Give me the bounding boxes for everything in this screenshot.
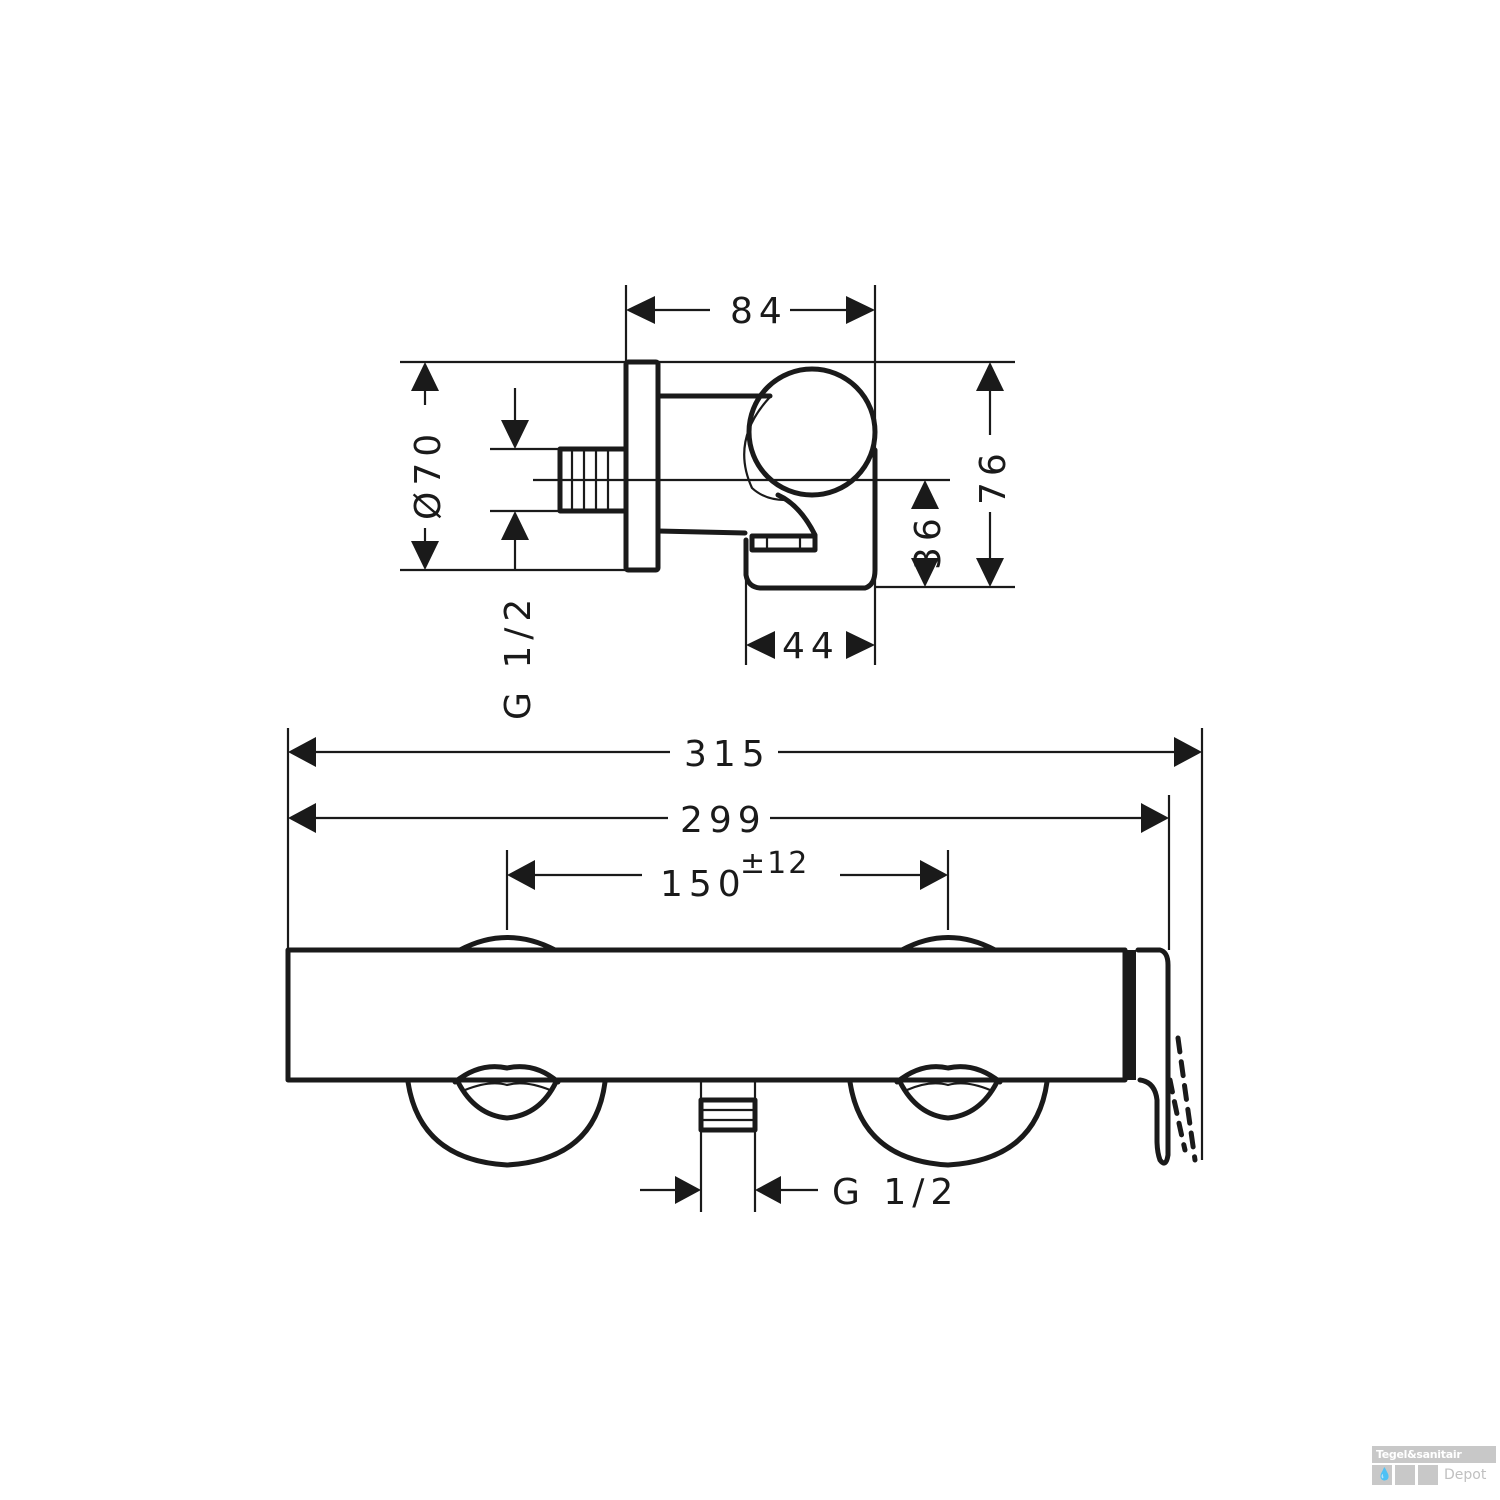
arrow-left-icon: [746, 631, 775, 659]
arrow-up-icon: [411, 362, 439, 391]
wall-flange: [623, 359, 661, 573]
side-view: 84 Ø70 G 1/2 76 36 44: [400, 285, 1015, 720]
shower-holder: [1135, 947, 1171, 1166]
arrow-right-icon: [846, 631, 875, 659]
arrow-left-icon: [288, 737, 316, 767]
outlet-nipple: [698, 1097, 758, 1133]
handle-knob: [746, 366, 878, 498]
front-view: 315 299 150 ±12: [285, 728, 1204, 1213]
dim-tolerance: ±12: [740, 846, 809, 881]
dim-44: 44: [782, 626, 840, 667]
knob-bottom-left-inner: [455, 1079, 559, 1121]
outlet-nut: [749, 533, 818, 553]
logo-brand-text: Tegel&sanitair: [1372, 1446, 1496, 1463]
knob-bottom-left-outer: [405, 1079, 608, 1168]
dim-299: 299: [680, 800, 767, 841]
arrow-right-icon: [675, 1176, 701, 1204]
arrow-up-icon: [501, 511, 529, 540]
water-drop-icon: 💧: [1372, 1465, 1392, 1485]
arrow-down-icon: [411, 541, 439, 570]
dim-36: 36: [908, 512, 949, 570]
dim-150: 150: [660, 864, 747, 905]
logo-depot-text: Depot: [1444, 1467, 1487, 1483]
water-spray: [1167, 1077, 1188, 1153]
arrow-left-icon: [507, 860, 535, 890]
arrow-right-icon: [920, 860, 948, 890]
mixer-body: [285, 947, 1128, 1083]
water-spray: [1175, 1035, 1198, 1163]
knob-top-right: [899, 935, 998, 953]
arrow-left-icon: [626, 296, 655, 324]
arrow-left-icon: [755, 1176, 781, 1204]
dim-84: 84: [730, 291, 788, 332]
dim-diameter-70: Ø70: [408, 428, 449, 520]
outlet-elbow: [743, 447, 878, 591]
logo-bottom-row: 💧 Depot: [1372, 1465, 1496, 1485]
arrow-down-icon: [501, 420, 529, 449]
watermark-logo: Tegel&sanitair 💧 Depot: [1372, 1446, 1496, 1485]
inlet-thread: [557, 446, 629, 514]
arrow-right-icon: [1141, 803, 1169, 833]
knob-shadow: [743, 396, 786, 502]
knob-bottom-right-cup: [894, 1064, 1003, 1085]
knob-bottom-right-outer: [847, 1079, 1050, 1168]
arrow-right-icon: [1174, 737, 1202, 767]
dim-315: 315: [684, 734, 771, 775]
arrow-up-icon: [911, 480, 939, 509]
dim-thread-g12-bottom: G 1/2: [832, 1172, 959, 1213]
logo-square: [1395, 1465, 1415, 1485]
arrow-down-icon: [911, 558, 939, 587]
arrow-left-icon: [288, 803, 316, 833]
knob-bottom-right-inner: [897, 1079, 1000, 1121]
arrow-right-icon: [846, 296, 875, 324]
knob-bottom-left-cup: [452, 1064, 561, 1085]
arrow-down-icon: [976, 558, 1004, 587]
dim-76: 76: [973, 447, 1014, 505]
end-cap: [1126, 950, 1136, 1080]
knob-top-left: [457, 935, 558, 953]
dim-thread-g12-side: G 1/2: [498, 593, 539, 720]
logo-square: [1418, 1465, 1438, 1485]
body-bottom: [655, 528, 748, 536]
arrow-up-icon: [976, 362, 1004, 391]
